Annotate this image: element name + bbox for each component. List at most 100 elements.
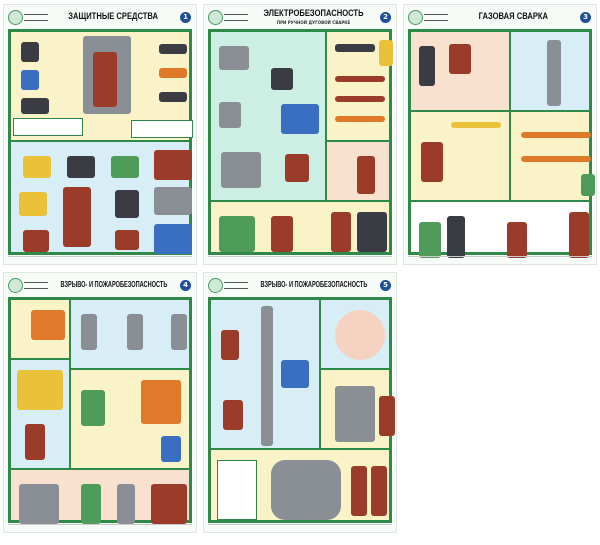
illustration	[335, 386, 375, 442]
illustration	[81, 484, 101, 524]
goggles-icon	[159, 44, 187, 54]
respirator-mask-icon	[21, 98, 49, 114]
welder-figure	[93, 52, 117, 107]
welder-suit-figure	[63, 187, 91, 247]
footer	[8, 256, 192, 263]
poster-title-box: ГАЗОВАЯ СВАРКА	[452, 11, 575, 23]
panel-prohibited	[10, 469, 190, 524]
illustration	[221, 152, 261, 188]
illustration	[81, 314, 97, 350]
poster-title-box: ВЗРЫВО- И ПОЖАРОБЕЗОПАСНОСТЬ	[52, 279, 175, 291]
panel-cylinder	[510, 31, 590, 111]
illustration	[67, 156, 95, 178]
logo-icon	[208, 278, 223, 293]
panel	[70, 369, 190, 469]
illustration	[81, 390, 105, 426]
publisher-text	[224, 282, 248, 289]
illustration	[331, 212, 351, 252]
illustration	[547, 40, 561, 106]
illustration	[17, 370, 63, 410]
panel	[320, 299, 390, 369]
illustration	[221, 330, 239, 360]
illustration	[154, 150, 192, 180]
illustration	[161, 436, 181, 462]
illustration	[23, 156, 51, 178]
footer	[208, 256, 392, 263]
poster-number: 2	[380, 12, 391, 23]
illustration	[521, 132, 591, 138]
poster-header: ВЗРЫВО- И ПОЖАРОБЕЗОПАСНОСТЬ 5	[204, 273, 396, 297]
illustration	[31, 310, 65, 340]
poster-header: ЗАЩИТНЫЕ СРЕДСТВА 1	[4, 5, 196, 29]
illustration	[117, 484, 135, 524]
logo-icon	[208, 10, 223, 25]
poster-body	[408, 29, 595, 258]
illustration	[569, 212, 589, 258]
illustration	[115, 230, 139, 250]
illustration	[379, 40, 393, 66]
illustration	[371, 466, 387, 516]
poster-number: 3	[580, 12, 591, 23]
footer	[408, 256, 592, 263]
panel	[10, 299, 70, 359]
logo-icon	[8, 10, 23, 25]
illustration	[271, 216, 293, 252]
table	[13, 118, 83, 136]
publisher-text	[24, 14, 48, 21]
illustration	[507, 222, 527, 258]
panel-tank-works	[320, 369, 395, 449]
illustration	[285, 154, 309, 182]
logo-icon	[8, 278, 23, 293]
illustration	[271, 68, 293, 90]
poster-subtitle-box: ПРИ РУЧНОЙ ДУГОВОЙ СВАРКЕ	[252, 20, 375, 25]
panel-flame	[510, 111, 595, 201]
publisher-text	[224, 14, 248, 21]
illustration	[379, 396, 395, 436]
poster-fire-safety-1: ВЗРЫВО- И ПОЖАРОБЕЗОПАСНОСТЬ 4	[3, 272, 197, 533]
panel	[217, 460, 257, 520]
illustration	[141, 380, 181, 424]
illustration	[171, 314, 187, 350]
illustration	[281, 104, 319, 134]
poster-title-box: ЭЛЕКТРОБЕЗОПАСНОСТЬ	[252, 8, 375, 20]
illustration	[23, 230, 49, 252]
illustration	[421, 142, 443, 182]
publisher-text	[24, 282, 48, 289]
poster-number: 1	[180, 12, 191, 23]
illustration	[335, 96, 385, 102]
illustration	[335, 44, 375, 52]
goggles-icon	[159, 92, 187, 102]
illustration	[115, 190, 139, 218]
illustration	[154, 224, 192, 254]
illustration	[111, 156, 139, 178]
illustration	[419, 46, 435, 86]
logo-icon	[408, 10, 423, 25]
poster-number: 5	[380, 280, 391, 291]
poster-header: ЭЛЕКТРОБЕЗОПАСНОСТЬ ПРИ РУЧНОЙ ДУГОВОЙ С…	[204, 5, 396, 29]
panel-work-at-height	[210, 299, 320, 449]
illustration	[219, 216, 255, 252]
poster-fire-safety-2: ВЗРЫВО- И ПОЖАРОБЕЗОПАСНОСТЬ 5	[203, 272, 397, 533]
poster-title-box: ЗАЩИТНЫЕ СРЕДСТВА	[52, 11, 175, 23]
panel-safety-rules	[210, 201, 390, 253]
illustration	[419, 222, 441, 258]
panel-confined-space	[210, 449, 390, 521]
poster-gas-welding: ГАЗОВАЯ СВАРКА 3	[403, 4, 597, 265]
poster-title: ВЗРЫВО- И ПОЖАРОБЕЗОПАСНОСТЬ	[60, 279, 167, 289]
poster-title-box: ВЗРЫВО- И ПОЖАРОБЕЗОПАСНОСТЬ	[252, 279, 375, 291]
illustration	[335, 310, 385, 360]
publisher-text	[424, 14, 448, 21]
welding-mask-icon	[21, 42, 39, 62]
illustration	[281, 360, 309, 388]
illustration	[19, 484, 59, 524]
poster-header: ВЗРЫВО- И ПОЖАРОБЕЗОПАСНОСТЬ 4	[4, 273, 196, 297]
illustration	[449, 44, 471, 74]
poster-body	[208, 29, 393, 255]
illustration	[335, 116, 385, 122]
illustration	[154, 187, 192, 215]
panel	[10, 359, 70, 469]
poster-title: ЗАЩИТНЫЕ СРЕДСТВА	[68, 11, 159, 22]
welding-helmet-icon	[21, 70, 39, 90]
illustration	[127, 314, 143, 350]
footer	[8, 524, 192, 531]
